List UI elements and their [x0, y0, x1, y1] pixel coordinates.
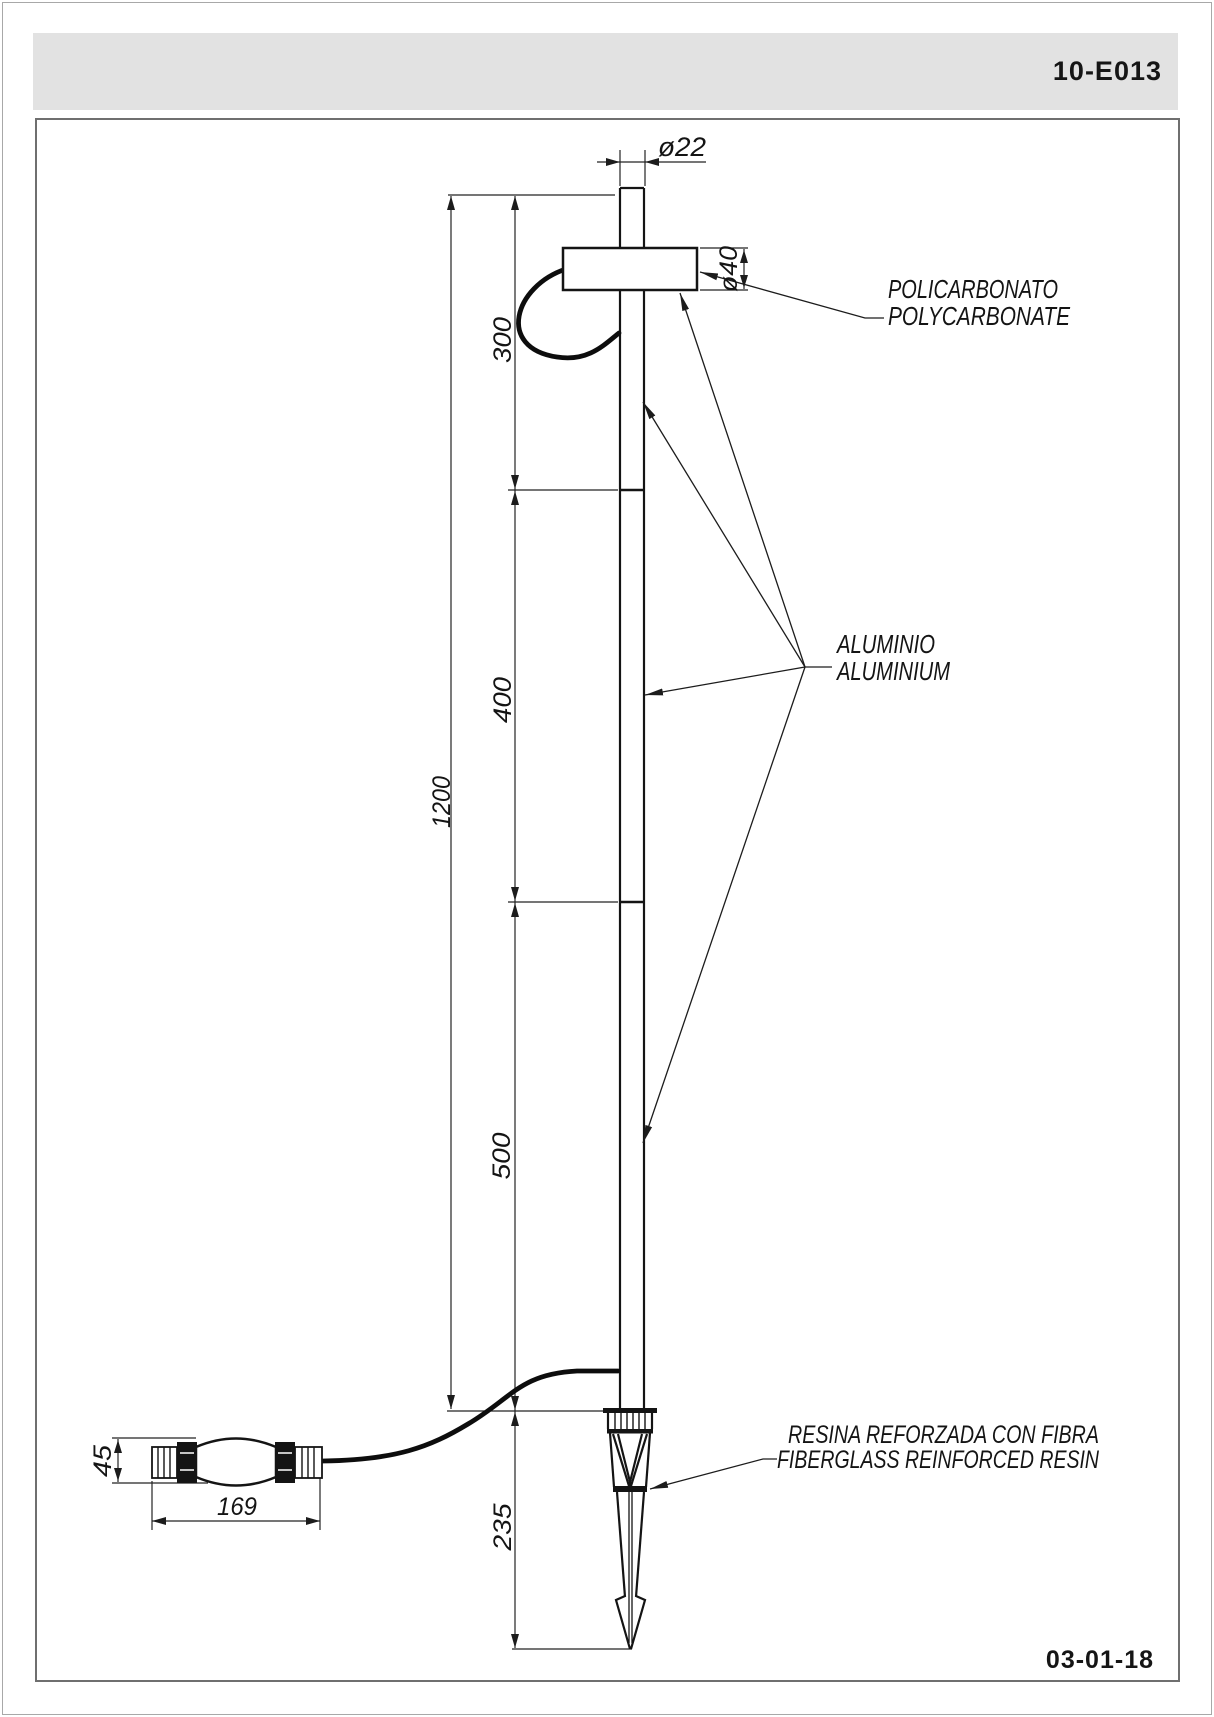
leader-lines: [642, 271, 884, 1490]
label-head-material-en: POLYCARBONATE: [888, 301, 1071, 331]
pole-outline: [618, 186, 646, 1408]
dim-top-tube-diameter: ø22: [658, 132, 706, 162]
dim-ground-spike: 235: [489, 1503, 517, 1551]
dim-overall-pole: 1200: [428, 776, 456, 828]
label-head-material-es: POLICARBONATO: [888, 274, 1058, 304]
label-spike-material-es: RESINA REFORZADA CON FIBRA: [788, 1421, 1099, 1449]
label-spike-material-en: FIBERGLASS REINFORCED RESIN: [777, 1446, 1100, 1474]
dim-head-diameter: ø40: [715, 246, 743, 292]
dim-connector-length: 169: [217, 1493, 257, 1521]
dim-upper-segment: 300: [489, 317, 517, 363]
label-pole-material-es: ALUMINIO: [835, 629, 935, 659]
title-block-header: 10-E013: [33, 33, 1178, 110]
head-fixture-box: [561, 246, 699, 292]
label-pole-material-en: ALUMINIUM: [835, 656, 950, 686]
cable-top-loop: [516, 266, 622, 361]
cable-bottom-run: [320, 1368, 621, 1464]
document-number: 10-E013: [1052, 56, 1162, 86]
revision-date: 03-01-18: [1045, 1646, 1154, 1674]
dim-lower-segment: 500: [488, 1132, 516, 1179]
ground-spike: [603, 1408, 657, 1650]
dim-connector-height: 45: [89, 1445, 117, 1477]
dimension-lines: [112, 150, 748, 1650]
cable-connector: [151, 1437, 323, 1487]
dim-middle-segment: 400: [489, 677, 517, 723]
